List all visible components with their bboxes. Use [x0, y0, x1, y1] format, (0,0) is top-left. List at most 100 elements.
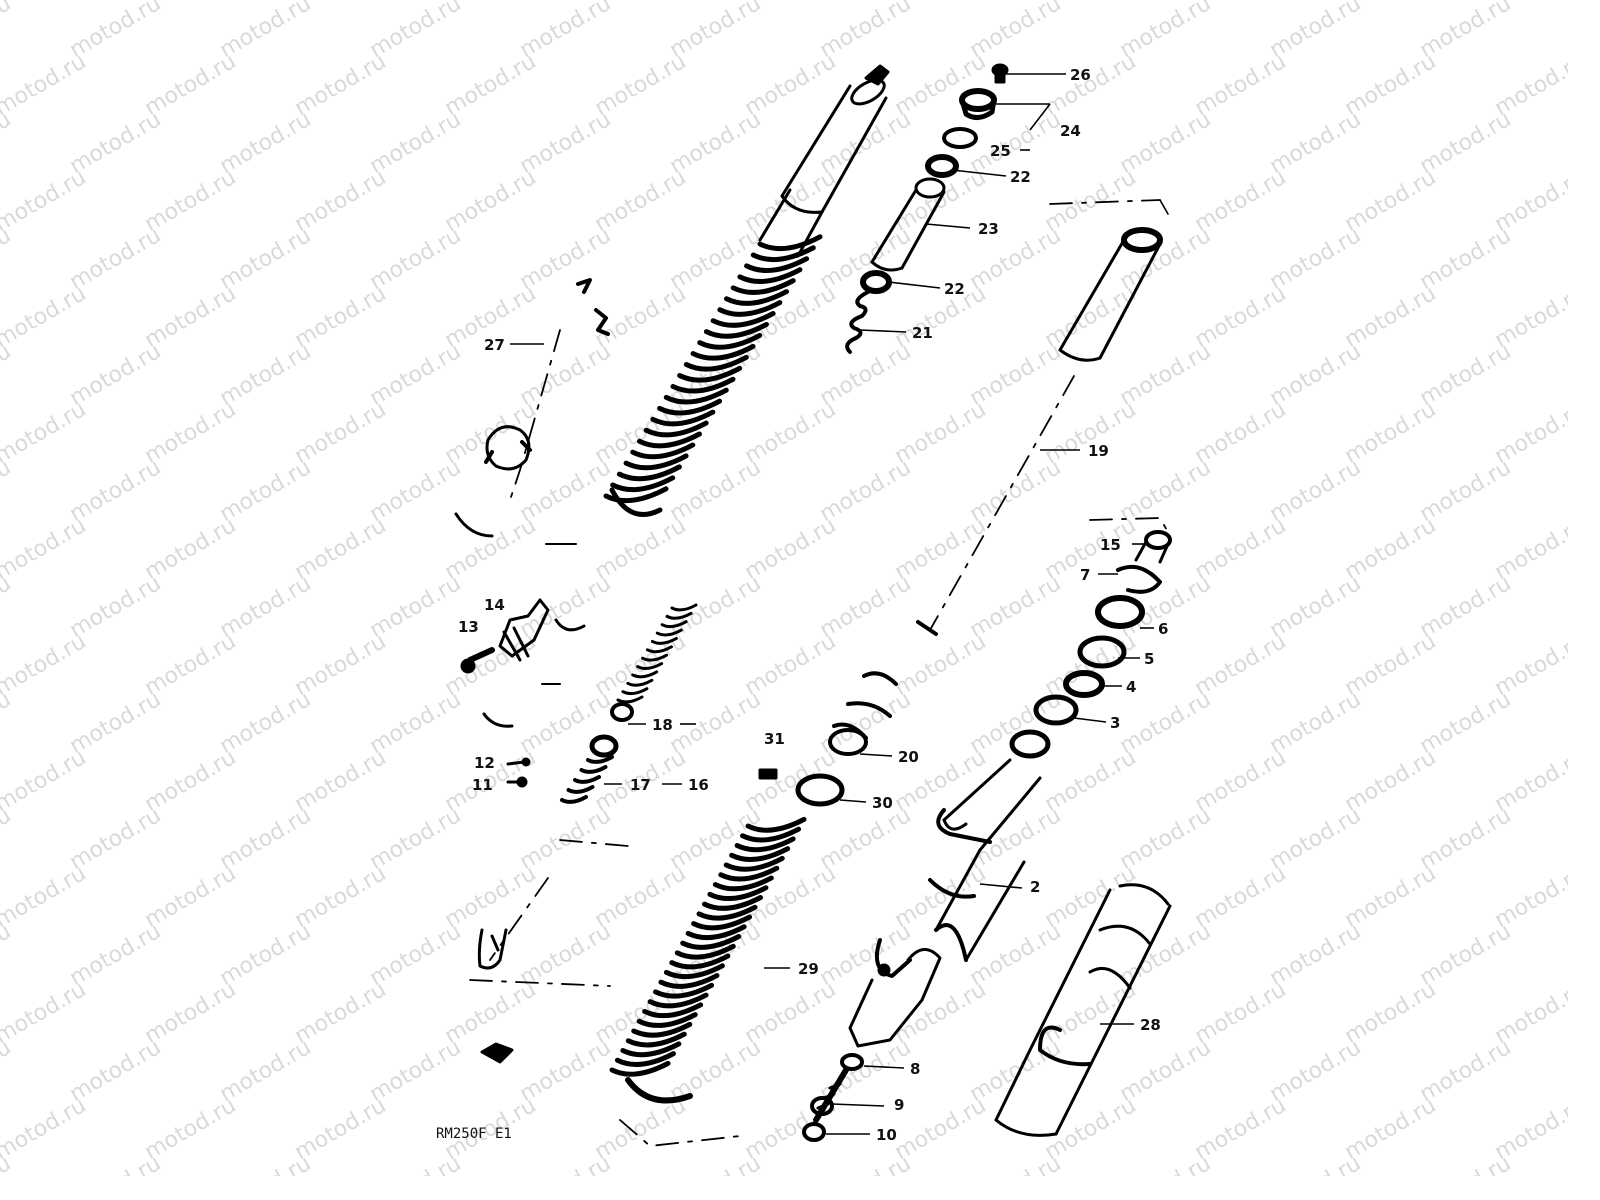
callout-31: 31 — [764, 730, 785, 748]
coil-turn — [707, 885, 769, 902]
watermark-text: motod.ru — [1266, 803, 1366, 875]
coil-turn — [660, 620, 688, 629]
callout-3: 3 — [1110, 714, 1120, 732]
coil-turn — [757, 234, 823, 252]
callout-17: 17 — [630, 776, 651, 794]
watermark-text: motod.ru — [516, 1151, 616, 1176]
watermark-text: motod.ru — [591, 513, 691, 585]
callout-20: 20 — [898, 748, 919, 766]
watermark-text: motod.ru — [1116, 339, 1216, 411]
watermark-text: motod.ru — [0, 455, 15, 527]
coil-turn — [616, 464, 682, 482]
watermark-text: motod.ru — [1041, 977, 1141, 1049]
watermark-text: motod.ru — [516, 687, 616, 759]
watermark-text: motod.ru — [0, 397, 90, 469]
coil-turn — [621, 687, 649, 696]
coil-turn — [610, 475, 676, 493]
watermark-text: motod.ru — [1041, 49, 1141, 121]
watermark-text: motod.ru — [1566, 1151, 1569, 1176]
callout-8: 8 — [910, 1060, 920, 1078]
coil-turn — [669, 953, 731, 970]
watermark-text: motod.ru — [666, 1151, 766, 1176]
callout-21: 21 — [912, 324, 933, 342]
watermark-text: motod.ru — [1116, 1035, 1216, 1107]
watermark-text: motod.ru — [1116, 107, 1216, 179]
watermark-text: motod.ru — [0, 0, 90, 5]
outer-tube-2 — [802, 758, 1042, 1142]
watermark-text: motod.ru — [66, 571, 166, 643]
callout-6: 6 — [1158, 620, 1168, 638]
watermark-text: motod.ru — [441, 861, 541, 933]
watermark-text: motod.ru — [741, 977, 841, 1049]
coil-turn — [750, 245, 816, 262]
watermark-text: motod.ru — [141, 281, 241, 353]
watermark-text: motod.ru — [1191, 977, 1291, 1049]
watermark-text: motod.ru — [216, 571, 316, 643]
watermark-text: motod.ru — [966, 1151, 1066, 1176]
watermark-text: motod.ru — [1341, 861, 1441, 933]
watermark-text: motod.ru — [66, 223, 166, 295]
callout-9: 9 — [894, 1096, 904, 1114]
watermark-text: motod.ru — [366, 919, 466, 991]
watermark-text: motod.ru — [1266, 339, 1366, 411]
watermark-text: motod.ru — [366, 339, 466, 411]
coil-turn — [650, 636, 678, 645]
watermark-text: motod.ru — [741, 49, 841, 121]
watermark-text: motod.ru — [1566, 571, 1569, 643]
callout-5: 5 — [1144, 650, 1154, 668]
coil-turn — [655, 628, 683, 637]
watermark-text: motod.ru — [1191, 1093, 1291, 1165]
watermark-text: motod.ru — [1116, 1151, 1216, 1176]
watermark-text: motod.ru — [291, 397, 391, 469]
watermark-text: motod.ru — [516, 803, 616, 875]
watermark-text: motod.ru — [816, 339, 916, 411]
watermark-text: motod.ru — [1266, 1035, 1366, 1107]
coil-turn — [657, 398, 723, 416]
callout-30: 30 — [872, 794, 893, 812]
callout-18: 18 — [652, 716, 673, 734]
watermark-text: motod.ru — [516, 919, 616, 991]
coil-turn — [614, 1051, 676, 1067]
watermark-text: motod.ru — [891, 281, 991, 353]
damper-rod-spring — [469, 603, 698, 1064]
watermark-text: motod.ru — [141, 629, 241, 701]
watermark-text: motod.ru — [1416, 107, 1516, 179]
watermark-text: motod.ru — [1191, 629, 1291, 701]
watermark-text: motod.ru — [741, 397, 841, 469]
watermark-text: motod.ru — [1566, 803, 1569, 875]
watermark-text: motod.ru — [1191, 861, 1291, 933]
watermark-text: motod.ru — [1341, 629, 1441, 701]
callout-10: 10 — [876, 1126, 897, 1144]
coil-turn — [631, 1021, 693, 1038]
watermark-text: motod.ru — [741, 861, 841, 933]
watermark-text: motod.ru — [1041, 861, 1141, 933]
callout-12: 12 — [474, 754, 495, 772]
callout-13: 13 — [458, 618, 479, 636]
watermark-text: motod.ru — [1266, 687, 1366, 759]
watermark-text: motod.ru — [516, 107, 616, 179]
coil-turn — [674, 943, 736, 960]
watermark-text: motod.ru — [291, 49, 391, 121]
watermark-text: motod.ru — [1116, 455, 1216, 527]
watermark-text: motod.ru — [0, 223, 15, 295]
watermark-text: motod.ru — [1191, 165, 1291, 237]
watermark-text: motod.ru — [1416, 571, 1516, 643]
coil-turn — [697, 332, 763, 350]
watermark-text: motod.ru — [441, 165, 541, 237]
coil-turn — [670, 376, 736, 394]
watermark-text: motod.ru — [816, 803, 916, 875]
watermark-text: motod.ru — [1341, 397, 1441, 469]
watermark-text: motod.ru — [966, 571, 1066, 643]
coil-turn — [630, 442, 696, 460]
watermark-text: motod.ru — [516, 455, 616, 527]
coil-turn — [724, 289, 790, 306]
watermark-text: motod.ru — [891, 397, 991, 469]
watermark-text: motod.ru — [66, 1151, 166, 1176]
watermark-text: motod.ru — [216, 1035, 316, 1107]
coil-turn — [718, 865, 780, 882]
callout-16: 16 — [688, 776, 709, 794]
inner-tube-19 — [916, 199, 1169, 636]
coil-turn — [683, 354, 749, 372]
coil-turn — [734, 836, 796, 853]
watermark-text: motod.ru — [966, 339, 1066, 411]
